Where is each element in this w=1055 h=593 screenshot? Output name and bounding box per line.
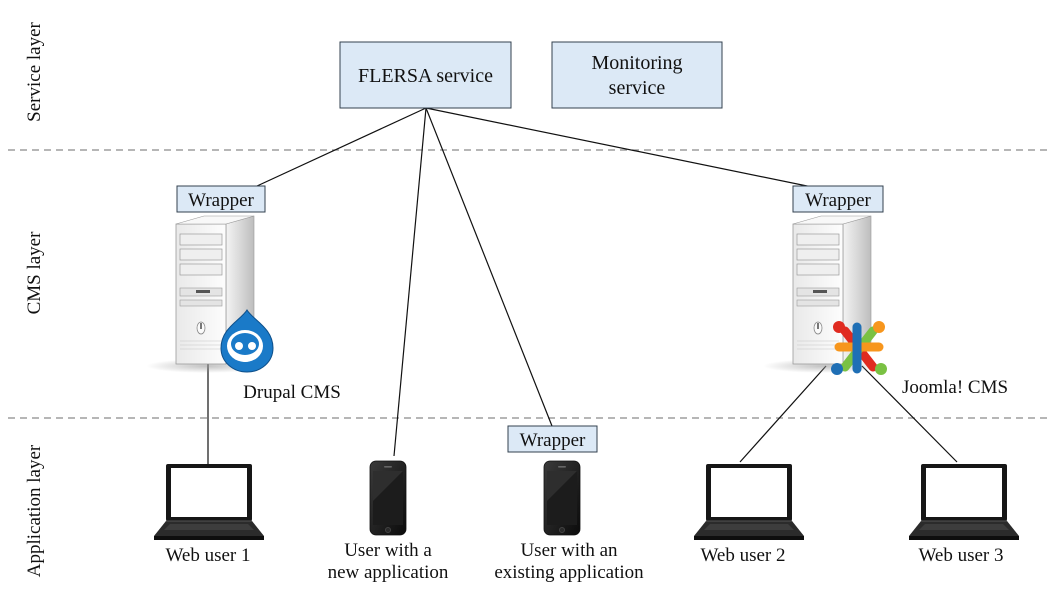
wrapper-label: Wrapper (188, 190, 254, 211)
client-new-application: User with a new application (328, 460, 449, 583)
wrapper-box-drupal: Wrapper (176, 185, 266, 213)
link-flersa-new-app (393, 107, 427, 457)
link-joomla-web-user-2 (739, 365, 827, 463)
web-user-2-label: Web user 2 (701, 545, 786, 566)
link-flersa-drupal-wrapper (256, 107, 427, 187)
drupal-cms-label: Drupal CMS (243, 382, 341, 403)
client-web-user-3: Web user 3 (908, 463, 1020, 566)
joomla-cms-label: Joomla! CMS (902, 377, 1008, 398)
link-joomla-web-user-3 (861, 365, 958, 463)
monitoring-service-label-line2: service (609, 77, 666, 99)
wrapper-label: Wrapper (805, 190, 871, 211)
client-web-user-2: Web user 2 (693, 463, 805, 566)
link-flersa-joomla-wrapper (425, 107, 813, 188)
new-app-label-line1: User with a (344, 540, 432, 561)
connections (207, 107, 958, 464)
layer-label-service: Service layer (24, 21, 45, 121)
joomla-logo-icon (831, 321, 887, 375)
client-existing-application: Wrapper User with an existing applicatio… (494, 425, 644, 583)
link-flersa-app-wrapper (425, 107, 553, 427)
flersa-service-label: FLERSA service (358, 65, 493, 87)
monitoring-service-label-line1: Monitoring (591, 52, 682, 74)
new-app-label-line2: new application (328, 562, 449, 583)
drupal-server-group: Wrapper Drupal CMS (145, 185, 341, 403)
wrapper-label: Wrapper (520, 430, 586, 451)
joomla-server-group: Wrapper Joomla! CMS (762, 185, 1008, 398)
layer-label-cms: CMS layer (24, 231, 45, 315)
laptop-icon (693, 463, 805, 541)
layer-label-application: Application layer (24, 444, 45, 577)
smartphone-icon (369, 460, 407, 536)
flersa-service-box: FLERSA service (339, 41, 512, 109)
laptop-icon (153, 463, 265, 541)
client-web-user-1: Web user 1 (153, 463, 265, 566)
monitoring-service-box: Monitoring service (551, 41, 723, 109)
drupal-logo-icon (220, 309, 274, 373)
wrapper-box-application: Wrapper (507, 425, 598, 453)
web-user-3-label: Web user 3 (919, 545, 1004, 566)
web-user-1-label: Web user 1 (166, 545, 251, 566)
laptop-icon (908, 463, 1020, 541)
wrapper-box-joomla: Wrapper (792, 185, 884, 213)
smartphone-icon (543, 460, 581, 536)
existing-app-label-line1: User with an (520, 540, 618, 561)
existing-app-label-line2: existing application (494, 562, 644, 583)
